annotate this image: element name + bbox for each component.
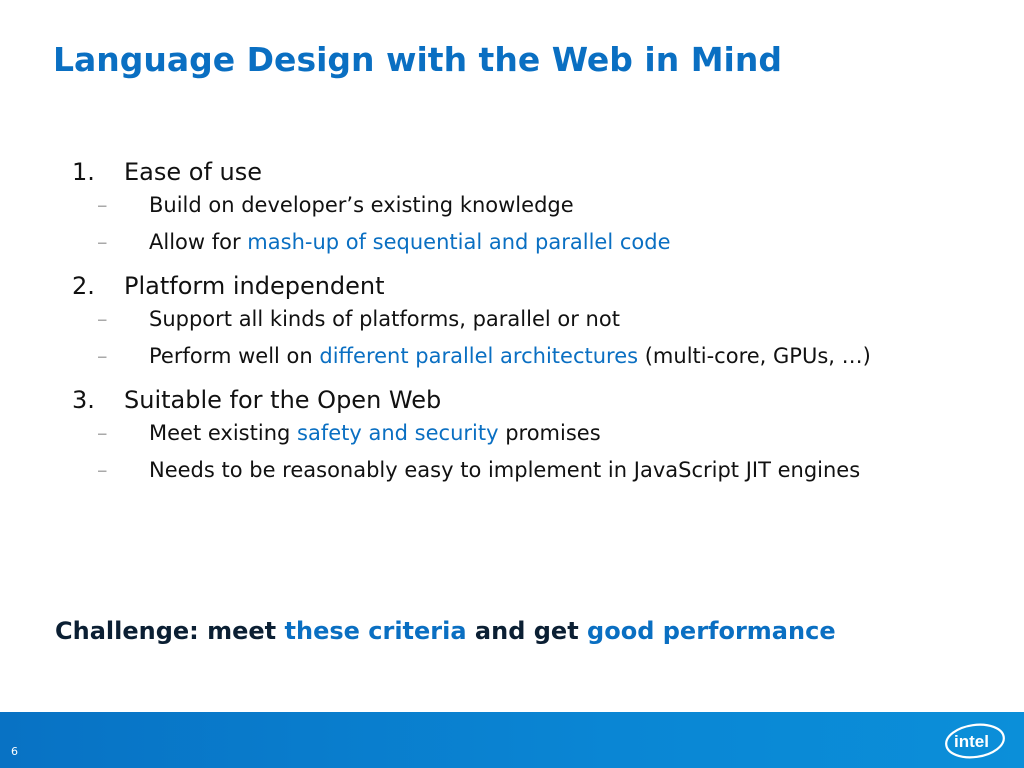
slide-title: Language Design with the Web in Mind (53, 40, 782, 79)
list-item: 1. Ease of use (72, 154, 962, 190)
sub-item: – Needs to be reasonably easy to impleme… (72, 455, 962, 485)
bullet-list: 1. Ease of use – Build on developer’s ex… (72, 154, 962, 485)
item-number: 1. (72, 158, 95, 186)
page-number: 6 (11, 745, 18, 758)
item-text: Suitable for the Open Web (124, 386, 442, 414)
dash-marker: – (97, 458, 108, 482)
highlighted-text: safety and security (297, 421, 499, 445)
sub-item: – Support all kinds of platforms, parall… (72, 304, 962, 334)
sub-item: – Perform well on different parallel arc… (72, 341, 962, 371)
dash-marker: – (97, 193, 108, 217)
footer-bar: 6 intel (0, 712, 1024, 768)
sub-item: – Allow for mash-up of sequential and pa… (72, 227, 962, 257)
dash-marker: – (97, 344, 108, 368)
list-item: 3. Suitable for the Open Web (72, 382, 962, 418)
sub-item: – Build on developer’s existing knowledg… (72, 190, 962, 220)
challenge-statement: Challenge: meet these criteria and get g… (55, 617, 836, 645)
sub-item-text: Allow for mash-up of sequential and para… (149, 230, 671, 254)
highlighted-text: good performance (587, 617, 836, 645)
dash-marker: – (97, 230, 108, 254)
sub-item-text: Build on developer’s existing knowledge (149, 193, 574, 217)
dash-marker: – (97, 421, 108, 445)
sub-item-text: Needs to be reasonably easy to implement… (149, 458, 861, 482)
item-number: 2. (72, 272, 95, 300)
item-text: Platform independent (124, 272, 385, 300)
intel-logo-icon: intel (945, 723, 1005, 759)
dash-marker: – (97, 307, 108, 331)
highlighted-text: mash-up of sequential and parallel code (247, 230, 671, 254)
list-item: 2. Platform independent (72, 268, 962, 304)
item-number: 3. (72, 386, 95, 414)
highlighted-text: these criteria (284, 617, 467, 645)
highlighted-text: different parallel architectures (319, 344, 639, 368)
sub-item: – Meet existing safety and security prom… (72, 418, 962, 448)
item-text: Ease of use (124, 158, 263, 186)
sub-item-text: Support all kinds of platforms, parallel… (149, 307, 620, 331)
sub-item-text: Perform well on different parallel archi… (149, 344, 871, 368)
sub-item-text: Meet existing safety and security promis… (149, 421, 601, 445)
logo-text: intel (954, 732, 989, 751)
